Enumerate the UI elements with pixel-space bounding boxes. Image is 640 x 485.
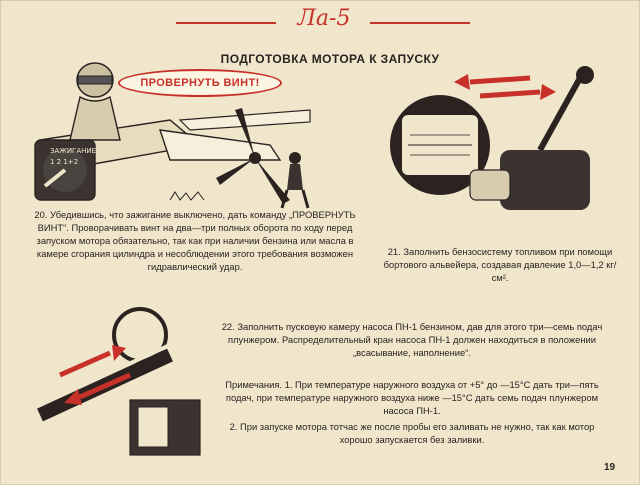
pilot-propeller-illustration (34, 62, 311, 209)
header-rule-left (176, 22, 276, 24)
page-number: 19 (604, 462, 616, 473)
ignition-dial-label: ЗАЖИГАНИЕ (50, 147, 97, 155)
notes-2: 2. При запуске мотора тотчас же после пр… (229, 421, 595, 445)
header-rule-right (370, 22, 470, 24)
section-title: ПОДГОТОВКА МОТОРА К ЗАПУСКУ (220, 52, 440, 66)
ignition-dial-marks: 1 2 1+2 (50, 158, 79, 166)
notes-1: Примечания. 1. При температуре наружного… (225, 379, 599, 416)
gauge-pump-illustration (390, 66, 594, 210)
instruction-21: 21. Заполнить бензосистему топливом при … (383, 246, 617, 283)
instruction-22: 22. Заполнить пусковую камеру насоса ПН-… (221, 321, 603, 358)
header-title: Ла-5 (297, 6, 351, 31)
callout-bubble: ПРОВЕРНУТЬ ВИНТ! (118, 69, 282, 97)
priming-pump-illustration (37, 307, 201, 456)
instruction-20: 20. Убедившись, что зажигание выключено,… (34, 209, 356, 272)
gauge-label: Д.М. (430, 102, 446, 110)
